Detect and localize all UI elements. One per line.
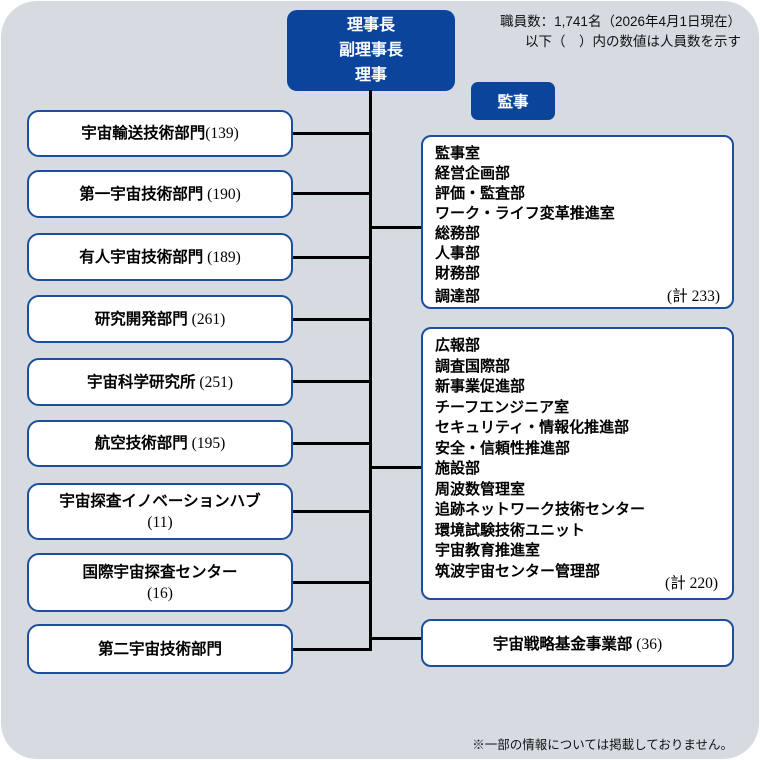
list-item: 評価・監査部	[435, 185, 526, 202]
subtotal-220: (計 220)	[665, 575, 718, 592]
list-item: 総務部	[435, 225, 481, 242]
connector-trunk	[369, 90, 372, 651]
connector-left-3	[290, 256, 370, 259]
dept-box-space-transportation: 宇宙輸送技術部門(139)	[27, 110, 293, 157]
dept-box-research-development: 研究開発部門 (261)	[27, 295, 293, 343]
list-item: 安全・信頼性推進部	[435, 439, 571, 457]
connector-left-1	[290, 132, 370, 135]
list-item: 人事部	[435, 245, 481, 262]
admin-departments-list: 監事室 経営企画部 評価・監査部 ワーク・ライフ変革推進室 総務部 人事部 財務…	[423, 137, 732, 307]
connector-left-9	[290, 648, 370, 651]
executive-title-vice-president: 副理事長	[338, 42, 403, 59]
executive-title-directors: 理事	[354, 67, 387, 84]
dept-label: 宇宙戦略基金事業部 (36)	[492, 636, 663, 653]
subtotal-233: (計 233)	[667, 288, 720, 305]
connector-left-5	[290, 380, 370, 383]
dept-label: 宇宙探査イノベーションハブ(11)	[59, 492, 261, 531]
list-item: 宇宙教育推進室	[435, 542, 541, 559]
staff-count-note: 職員数：1,741名（2026年4月1日現在） 以下（ ）内の数値は人員数を示す	[500, 12, 741, 52]
dept-label: 国際宇宙探査センター(16)	[82, 563, 238, 602]
dept-box-first-space-tech: 第一宇宙技術部門 (190)	[27, 170, 293, 218]
list-item: 調達部	[435, 288, 481, 305]
dept-box-intl-space-exploration: 国際宇宙探査センター(16)	[27, 553, 293, 612]
connector-right-3	[370, 637, 422, 640]
dept-box-second-space-tech: 第二宇宙技術部門	[27, 624, 293, 674]
dept-label: 有人宇宙技術部門 (189)	[79, 248, 241, 266]
dept-label: 第二宇宙技術部門	[97, 640, 222, 658]
executive-title-president: 理事長	[346, 17, 395, 34]
list-item: 周波数管理室	[435, 480, 526, 498]
list-item: 追跡ネットワーク技術センター	[435, 501, 646, 518]
list-item: セキュリティ・情報化推進部	[435, 419, 630, 436]
list-item: 広報部	[435, 337, 481, 354]
list-item: 経営企画部	[435, 165, 511, 182]
dept-box-space-science: 宇宙科学研究所 (251)	[27, 358, 293, 406]
dept-label: 宇宙輸送技術部門(139)	[81, 125, 239, 142]
dept-label: 第一宇宙技術部門 (190)	[79, 185, 241, 203]
space-strategy-fund-box: 宇宙戦略基金事業部 (36)	[421, 619, 734, 667]
connector-right-1	[370, 226, 422, 229]
list-item: チーフエンジニア室	[435, 398, 570, 416]
connector-left-8	[290, 581, 370, 584]
operations-departments-box: 広報部 調査国際部 新事業促進部 チーフエンジニア室 セキュリティ・情報化推進部…	[421, 327, 734, 600]
footnote: ※一部の情報については掲載しておりません。	[472, 738, 733, 752]
list-item: 施設部	[435, 460, 481, 477]
connector-left-6	[290, 442, 370, 445]
executive-box: 理事長 副理事長 理事	[287, 10, 455, 91]
dept-label: 研究開発部門 (261)	[94, 310, 226, 328]
dept-box-aeronautical-tech: 航空技術部門 (195)	[27, 420, 293, 467]
connector-left-2	[290, 192, 370, 195]
list-item: 新事業促進部	[435, 378, 526, 395]
dept-label: 航空技術部門 (195)	[94, 435, 226, 452]
list-item: ワーク・ライフ変革推進室	[435, 205, 615, 222]
list-item: 監事室	[435, 145, 481, 162]
connector-left-7	[290, 510, 370, 513]
staff-count-line1: 職員数：1,741名（2026年4月1日現在）	[500, 14, 741, 29]
dept-box-exploration-innovation-hub: 宇宙探査イノベーションハブ(11)	[27, 483, 293, 540]
operations-departments-list: 広報部 調査国際部 新事業促進部 チーフエンジニア室 セキュリティ・情報化推進部…	[423, 329, 732, 582]
staff-count-line2: 以下（ ）内の数値は人員数を示す	[525, 34, 741, 49]
dept-box-human-spaceflight: 有人宇宙技術部門 (189)	[27, 233, 293, 281]
list-item: 調査国際部	[435, 357, 511, 375]
admin-departments-box: 監事室 経営企画部 評価・監査部 ワーク・ライフ変革推進室 総務部 人事部 財務…	[421, 135, 734, 309]
list-item: 環境試験技術ユニット	[435, 521, 586, 539]
list-item: 筑波宇宙センター管理部	[435, 562, 601, 580]
list-item: 財務部	[435, 265, 481, 282]
dept-label: 宇宙科学研究所 (251)	[87, 373, 233, 391]
connector-left-4	[290, 318, 370, 321]
connector-right-2	[370, 466, 422, 469]
auditor-box: 監事	[471, 82, 555, 120]
